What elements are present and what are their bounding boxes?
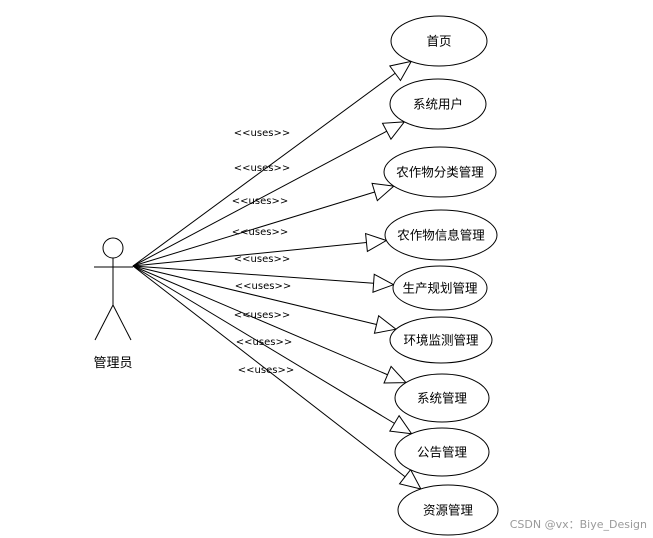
uses-label: <<uses>> bbox=[234, 163, 290, 174]
uses-label: <<uses>> bbox=[236, 337, 292, 348]
use-case-6: 环境监测管理 bbox=[389, 316, 493, 364]
uses-label: <<uses>> bbox=[232, 227, 288, 238]
uses-label: <<uses>> bbox=[234, 254, 290, 265]
association-line bbox=[132, 265, 374, 284]
uses-label: <<uses>> bbox=[232, 196, 288, 207]
association-lines bbox=[132, 60, 422, 490]
use-case-3: 农作物分类管理 bbox=[383, 146, 497, 198]
use-cases: 首页系统用户农作物分类管理农作物信息管理生产规划管理环境监测管理系统管理公告管理… bbox=[383, 15, 499, 536]
use-case-label: 公告管理 bbox=[417, 445, 468, 460]
arrowhead-icon bbox=[371, 182, 395, 202]
use-case-label: 系统管理 bbox=[417, 391, 468, 406]
use-case-ellipse bbox=[394, 427, 490, 477]
arrowhead-icon bbox=[364, 232, 388, 253]
arrowhead-icon bbox=[381, 121, 406, 141]
use-case-label: 环境监测管理 bbox=[403, 333, 479, 348]
use-case-4: 农作物信息管理 bbox=[384, 209, 498, 261]
uses-label: <<uses>> bbox=[234, 128, 290, 139]
use-case-label: 资源管理 bbox=[423, 503, 474, 518]
uses-label: <<uses>> bbox=[235, 281, 291, 292]
actor-head bbox=[102, 237, 124, 259]
use-case-9: 资源管理 bbox=[397, 484, 499, 536]
association-line bbox=[132, 242, 367, 267]
watermark: CSDN @vx：Biye_Design bbox=[509, 518, 647, 531]
use-case-ellipse bbox=[389, 78, 487, 130]
arrowhead-icon bbox=[388, 60, 413, 82]
association-line bbox=[132, 265, 406, 478]
arrowhead-icon bbox=[388, 414, 413, 435]
actor-left-leg bbox=[94, 304, 114, 341]
association-line bbox=[132, 265, 388, 376]
association-line bbox=[132, 191, 375, 267]
association-line bbox=[132, 265, 395, 424]
arrowhead-icon bbox=[398, 468, 422, 490]
uses-label: <<uses>> bbox=[238, 365, 294, 376]
use-case-ellipse bbox=[384, 209, 498, 261]
use-case-ellipse bbox=[394, 373, 490, 423]
use-case-5: 生产规划管理 bbox=[392, 265, 488, 311]
uses-labels: <<uses>> <<uses>> <<uses>> <<uses>> <<uses>>… bbox=[232, 128, 294, 376]
association-line bbox=[132, 130, 387, 267]
use-case-label: 农作物分类管理 bbox=[396, 165, 484, 180]
use-case-ellipse bbox=[383, 146, 497, 198]
uses-label: <<uses>> bbox=[234, 310, 290, 321]
actor: 管理员 bbox=[93, 237, 133, 371]
actor-right-leg bbox=[112, 304, 132, 341]
use-case-ellipse bbox=[397, 484, 499, 536]
use-case-1: 首页 bbox=[390, 15, 488, 67]
use-case-2: 系统用户 bbox=[389, 78, 487, 130]
use-case-8: 公告管理 bbox=[394, 427, 490, 477]
use-case-ellipse bbox=[392, 265, 488, 311]
actor-label: 管理员 bbox=[93, 356, 132, 371]
use-case-7: 系统管理 bbox=[394, 373, 490, 423]
use-case-ellipse bbox=[389, 316, 493, 364]
use-case-label: 首页 bbox=[426, 34, 451, 49]
use-case-label: 农作物信息管理 bbox=[397, 228, 485, 243]
arrowhead-icon bbox=[383, 365, 408, 384]
use-case-ellipse bbox=[390, 15, 488, 67]
association-line bbox=[132, 265, 377, 325]
arrowhead-icon bbox=[373, 314, 398, 334]
use-case-label: 系统用户 bbox=[413, 97, 463, 112]
association-line bbox=[132, 72, 396, 267]
arrowhead-icon bbox=[372, 273, 395, 293]
use-case-label: 生产规划管理 bbox=[402, 281, 478, 296]
